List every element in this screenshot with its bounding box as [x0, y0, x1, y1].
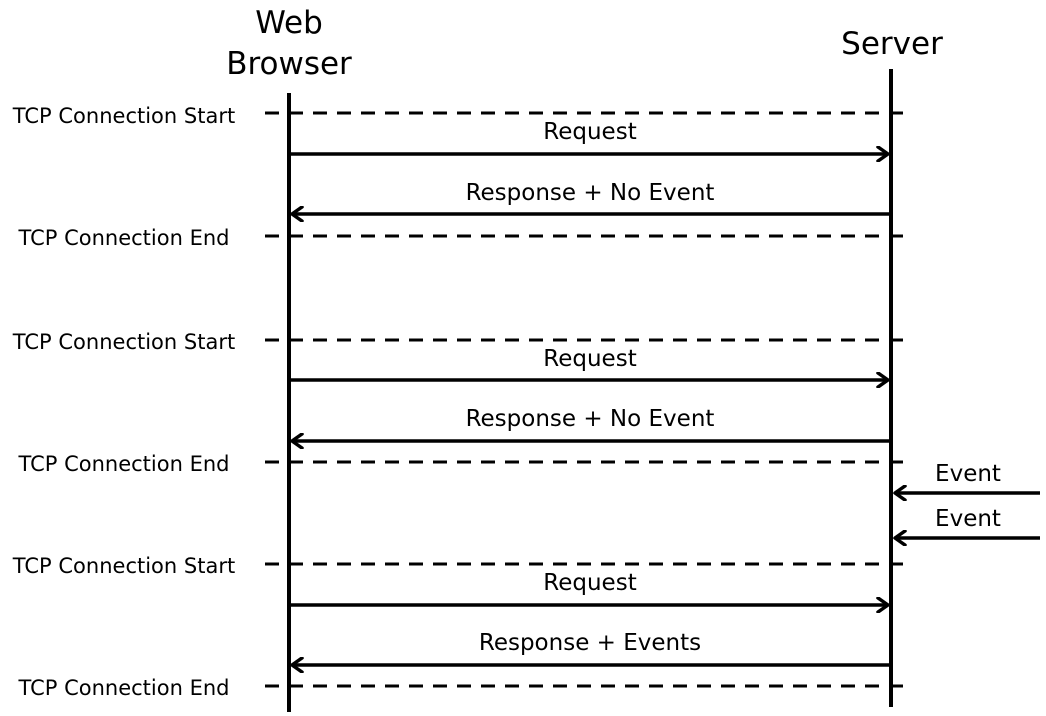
- browser-title-line2: Browser: [226, 46, 352, 82]
- message-label-response: Response + No Event: [466, 406, 715, 432]
- message-label-request: Request: [543, 119, 636, 145]
- event-label: Event: [935, 461, 1001, 487]
- server-title: Server: [841, 26, 943, 62]
- message-label-response: Response + No Event: [466, 180, 715, 206]
- message-label-response: Response + Events: [479, 630, 701, 656]
- phase-label-connection-start: TCP Connection Start: [12, 330, 235, 354]
- browser-title-line1: Web: [255, 5, 323, 41]
- message-label-request: Request: [543, 346, 636, 372]
- phase-label-connection-start: TCP Connection Start: [12, 104, 235, 128]
- phase-label-connection-end: TCP Connection End: [17, 676, 229, 700]
- phase-label-connection-end: TCP Connection End: [17, 452, 229, 476]
- phase-label-connection-end: TCP Connection End: [17, 226, 229, 250]
- message-label-request: Request: [543, 570, 636, 596]
- event-label: Event: [935, 506, 1001, 532]
- phase-label-connection-start: TCP Connection Start: [12, 554, 235, 578]
